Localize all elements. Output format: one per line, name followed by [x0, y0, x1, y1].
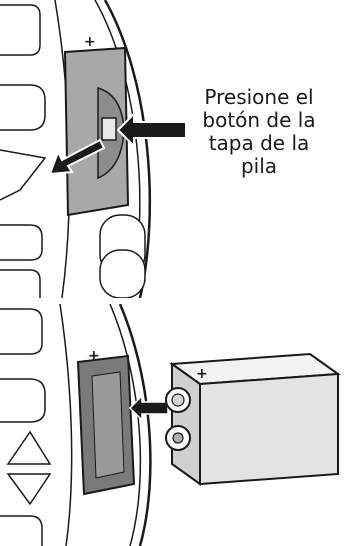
side-button-lower [0, 224, 43, 261]
step-2-illustration: + + [0, 304, 344, 546]
remote-rear-open-cover: + [0, 0, 187, 298]
push-arrow [116, 111, 187, 149]
remote-outer-edge-2 [118, 304, 152, 546]
nine-volt-battery: + [165, 352, 341, 486]
side-button-top [0, 4, 41, 56]
insert-arrow [128, 394, 169, 422]
battery-terminal-upper-inner [171, 393, 185, 407]
side-button-middle-2 [0, 378, 46, 423]
instruction-text: Presione el botón de la tapa de la pila [202, 85, 316, 178]
open-arrow [48, 138, 106, 176]
remote-left-rail-2 [59, 304, 73, 546]
battery-side-face [199, 372, 339, 486]
cover-release-button [101, 117, 117, 141]
right-button-lower [99, 249, 146, 298]
remote-battery-insert: + + [0, 304, 341, 546]
battery-polarity-plus: + [196, 366, 208, 382]
down-triangle-button [6, 473, 52, 506]
side-button-bottom-2 [0, 515, 43, 546]
remote-outer-edge [103, 0, 152, 298]
side-button-bottom [0, 269, 41, 298]
polarity-plus-compartment: + [88, 348, 100, 364]
side-button-middle [0, 84, 46, 131]
remote-inner-edge-2 [109, 304, 142, 546]
battery-terminal-lower-inner [172, 432, 184, 444]
step-1-illustration: + Presione el botón de la tapa de la pil… [0, 0, 316, 298]
battery-front-face [171, 362, 201, 486]
polarity-plus-top: + [84, 34, 96, 50]
side-button-arrow [0, 149, 47, 201]
up-triangle-button [6, 430, 52, 465]
compartment-inner [91, 371, 125, 479]
side-button-top-2 [0, 308, 43, 355]
